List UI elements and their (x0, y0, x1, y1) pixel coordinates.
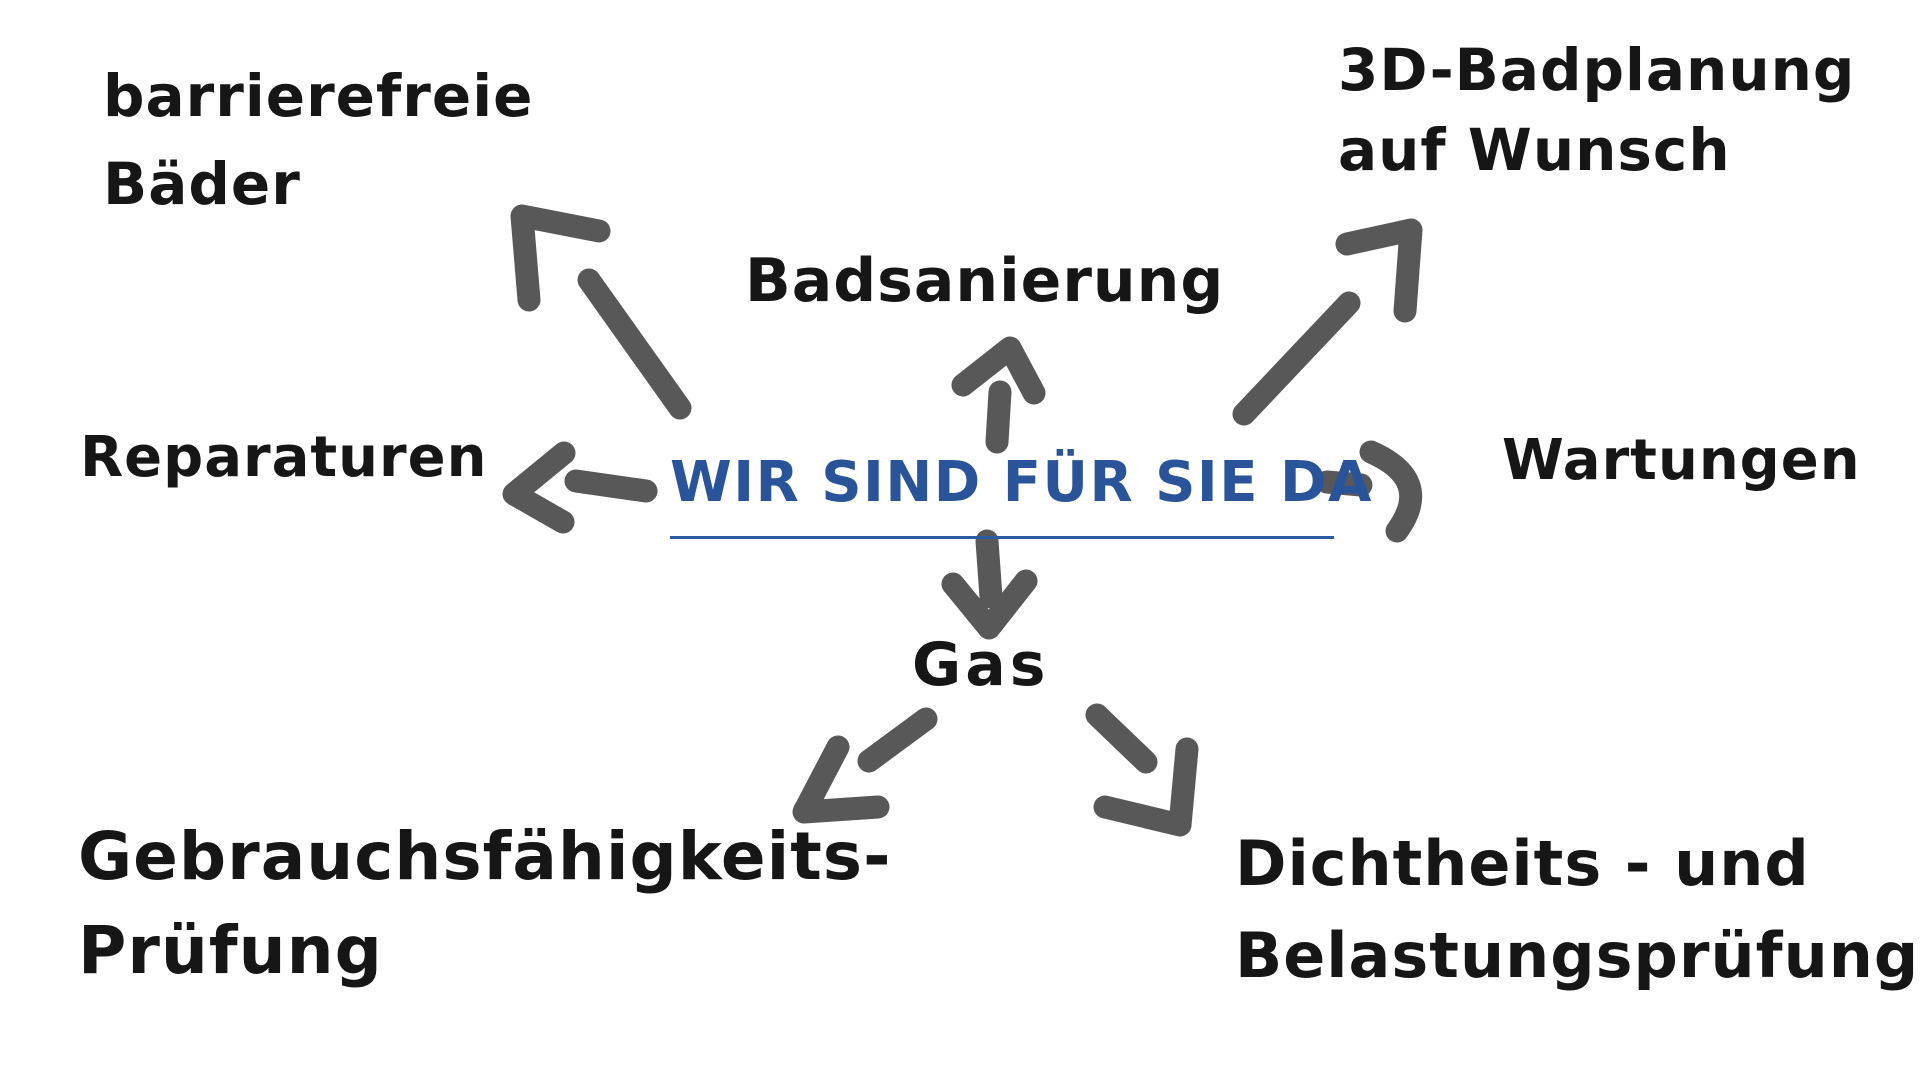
arrow-up-left-icon (510, 204, 692, 420)
node-wartungen: Wartungen (1502, 428, 1861, 493)
node-label-line: Gas (912, 630, 1050, 700)
node-label-line: auf Wunsch (1338, 116, 1731, 184)
node-label-line: Badsanierung (745, 246, 1225, 316)
node-label-line: Dichtheits - und (1235, 827, 1810, 900)
node-gebrauchsfaehigkeitspruefung: Gebrauchsfähigkeits- Prüfung (78, 810, 891, 998)
center-slogan-underline (670, 536, 1334, 539)
node-dichtheits-belastungspruefung: Dichtheits - und Belastungsprüfung (1235, 818, 1919, 1002)
node-label-line: Bäder (103, 150, 301, 218)
node-gas: Gas (912, 630, 1049, 700)
center-slogan: WIR SIND FÜR SIE DA (670, 450, 1373, 515)
node-label-line: barrierefreie (103, 62, 534, 130)
arrow-left-icon (502, 441, 658, 534)
arrow-right-icon (1315, 440, 1423, 543)
node-label-line: Prüfung (78, 912, 383, 989)
arrow-up-icon (951, 336, 1046, 454)
node-label-line: Gebrauchsfähigkeits- (78, 818, 892, 895)
arrow-down-right-icon (1085, 703, 1199, 837)
node-label-line: Belastungsprüfung (1235, 919, 1920, 992)
node-label-line: 3D-Badplanung (1338, 36, 1856, 104)
node-3d-badplanung: 3D-Badplanung auf Wunsch (1338, 30, 1855, 190)
node-label-line: Reparaturen (80, 425, 488, 490)
node-badsanierung: Badsanierung (745, 246, 1224, 316)
node-barrierefreie-baeder: barrierefreie Bäder (103, 52, 533, 228)
arrow-down-icon (941, 529, 1038, 640)
arrow-down-left-icon (792, 707, 938, 824)
node-label-line: Wartungen (1502, 428, 1861, 493)
node-reparaturen: Reparaturen (80, 425, 487, 490)
arrow-up-right-icon (1232, 218, 1423, 426)
